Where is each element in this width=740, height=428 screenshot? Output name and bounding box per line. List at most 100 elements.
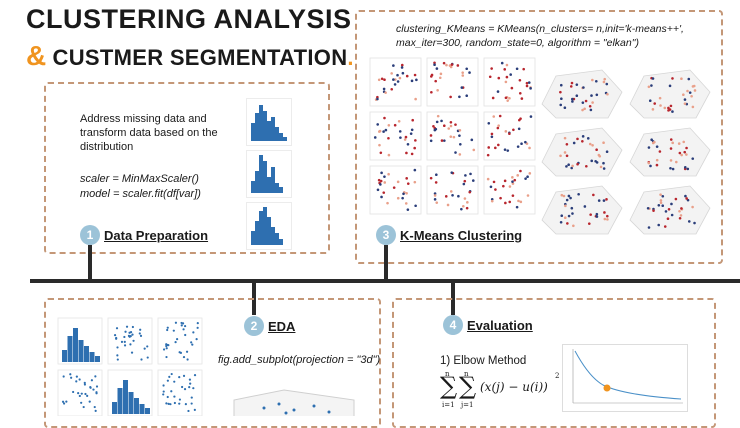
scatter-point	[520, 142, 523, 146]
pairplot-point	[170, 390, 173, 393]
scatter-point	[413, 180, 417, 184]
plot-3d-point	[669, 147, 673, 150]
plot-3d-point	[590, 94, 593, 97]
plot-3d-point	[669, 104, 673, 108]
scatter-point	[497, 143, 500, 147]
title-line-2: &CUSTMER SEGMENTATION.	[26, 40, 354, 72]
scatter-point	[444, 195, 448, 198]
pairplot-point	[123, 344, 127, 347]
scatter-point	[413, 146, 416, 150]
scatter-point	[380, 77, 384, 81]
pairplot-point	[162, 384, 165, 387]
elbow-method-label: 1) Elbow Method	[440, 355, 527, 367]
scatter-point	[492, 180, 496, 184]
formula-body: (x(j) − u(i))	[480, 380, 548, 394]
pairplot-point	[191, 343, 194, 346]
pairplot-point	[115, 327, 119, 330]
plot-3d-point	[680, 153, 683, 157]
scatter-point	[454, 123, 457, 126]
scatter-point	[376, 188, 380, 192]
plot-3d-point	[606, 214, 609, 218]
scatter-point	[404, 202, 408, 205]
step-1-label: Data Preparation	[104, 228, 209, 243]
plot-3d-panel	[629, 69, 711, 119]
pairplot-point	[78, 394, 81, 398]
scatter-point	[440, 139, 444, 142]
scatter-point	[515, 205, 519, 209]
scatter-point	[511, 194, 515, 197]
plot-3d-point	[687, 220, 691, 223]
scatter-point	[401, 71, 405, 75]
pairplot-point	[138, 332, 141, 335]
plot-3d-point	[605, 198, 608, 201]
histogram-1	[251, 105, 287, 141]
scatter-point	[463, 179, 467, 183]
ampersand: &	[26, 40, 47, 71]
pairplot-point	[170, 372, 173, 376]
plot-3d-point	[674, 160, 678, 164]
scatter-point	[434, 79, 437, 83]
scatter-panel	[483, 165, 536, 215]
plot-3d-point	[691, 105, 695, 109]
title-period: .	[347, 45, 354, 70]
plot-3d-point	[581, 135, 585, 138]
scatter-point	[528, 172, 532, 175]
step-3-label: K-Means Clustering	[400, 228, 523, 243]
plot-3d-point	[603, 217, 607, 221]
plot-3d-point	[674, 197, 678, 201]
pairplot-point	[80, 392, 83, 395]
plot-3d-point	[659, 104, 662, 107]
scatter-point	[498, 114, 502, 118]
scatter-point	[429, 139, 433, 143]
scatter-point	[499, 196, 502, 200]
scatter-point	[527, 81, 531, 84]
scatter-panel	[426, 57, 479, 107]
pairplot-point	[129, 335, 132, 338]
scatter-point	[517, 127, 521, 131]
plot-3d-point	[655, 158, 659, 162]
scatter-point	[433, 192, 437, 195]
prep-code-line-2: model = scaler.fit(df[var])	[80, 188, 201, 200]
scatter-point	[434, 127, 438, 131]
scatter-point	[504, 96, 508, 100]
eda-3d-plot-svg	[233, 389, 355, 416]
scatter-point	[430, 75, 433, 78]
plot-3d-panel	[629, 127, 711, 177]
plot-3d-point	[602, 161, 605, 165]
plot-3d-point	[576, 162, 579, 166]
scatter-point	[491, 96, 495, 100]
scatter-point	[456, 64, 460, 67]
scatter-point	[410, 128, 414, 132]
scatter-point	[490, 135, 494, 139]
formula-exponent: 2	[555, 372, 560, 380]
pairplot-point	[167, 402, 170, 406]
plot-3d-point	[560, 97, 563, 101]
scatter-point	[446, 203, 450, 207]
pairplot-bar	[84, 346, 89, 362]
scatter-point	[516, 174, 520, 177]
scatter-point	[387, 172, 390, 176]
plot-3d-point	[565, 154, 569, 158]
scatter-point	[414, 97, 417, 101]
plot-3d-point	[664, 210, 668, 213]
scatter-point	[382, 130, 385, 133]
plot-3d-point	[592, 193, 595, 197]
scatter-point	[400, 66, 404, 69]
scatter-point	[451, 194, 454, 197]
pairplot-point	[127, 334, 131, 337]
scatter-point	[496, 126, 500, 130]
scatter-point	[490, 132, 494, 136]
plot-3d-point	[570, 166, 573, 170]
scatter-point	[436, 114, 440, 118]
pairplot-panel	[107, 317, 153, 365]
scatter-point	[454, 151, 457, 154]
plot-3d-point	[595, 215, 599, 218]
pairplot-bar	[128, 392, 134, 414]
plot-3d-point	[575, 83, 579, 86]
pairplot-point	[123, 340, 126, 343]
pairplot-point	[178, 398, 182, 401]
pairplot-point	[190, 402, 193, 405]
pairplot-point	[88, 400, 91, 403]
scatter-point	[435, 173, 438, 177]
pairplot-point	[93, 405, 96, 409]
